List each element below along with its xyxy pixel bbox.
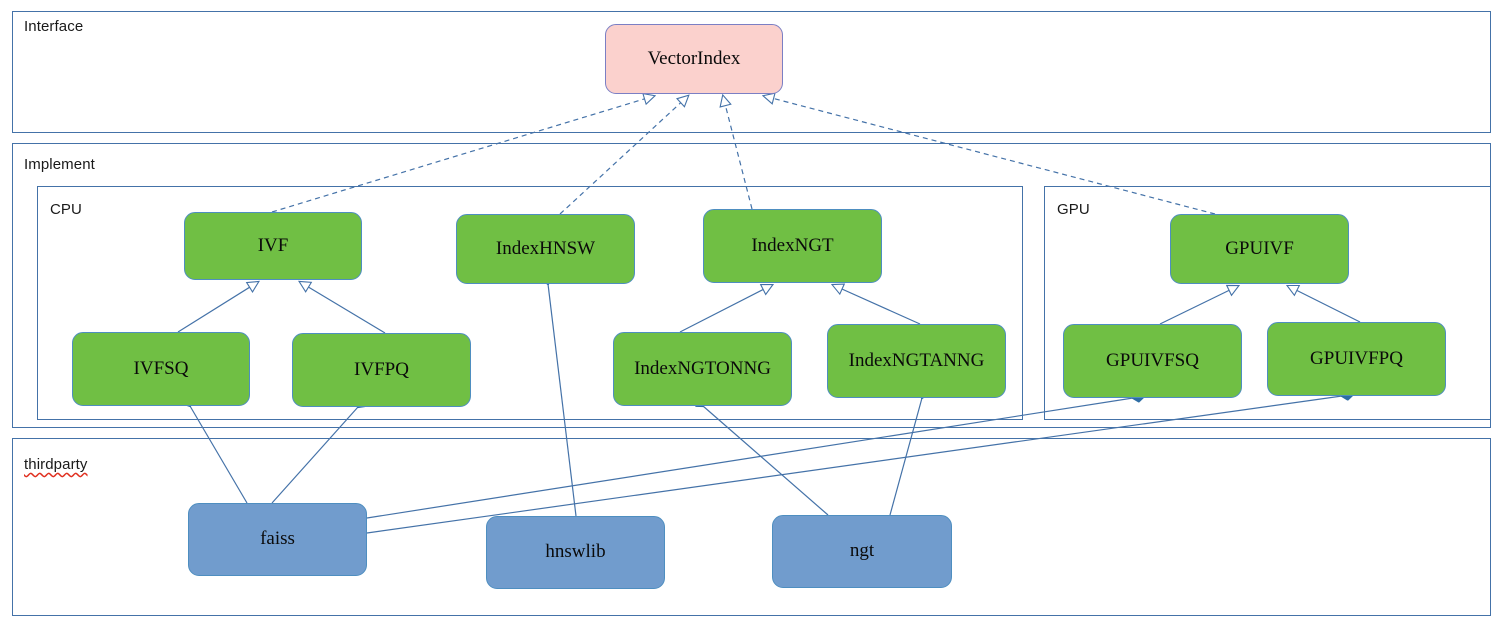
node-gpuivfpq[interactable]: GPUIVFPQ [1267,322,1446,396]
node-indexngtanng[interactable]: IndexNGTANNG [827,324,1006,398]
node-label: GPUIVF [1225,237,1294,259]
node-label: hnswlib [545,541,606,563]
node-label: IVFPQ [354,358,409,380]
node-ivf[interactable]: IVF [184,212,362,280]
node-hnswlib[interactable]: hnswlib [486,516,665,589]
node-gpuivfsq[interactable]: GPUIVFSQ [1063,324,1242,398]
node-ngt[interactable]: ngt [772,515,952,588]
node-label: IndexNGTANNG [848,349,985,371]
node-label: IndexNGTONNG [634,357,771,379]
node-vectorindex[interactable]: VectorIndex [605,24,783,94]
node-indexhnsw[interactable]: IndexHNSW [456,214,635,284]
node-indexngt[interactable]: IndexNGT [703,209,882,283]
node-ivfsq[interactable]: IVFSQ [72,332,250,406]
node-ivfpq[interactable]: IVFPQ [292,333,471,407]
node-label: GPUIVFPQ [1310,347,1403,369]
container-label-implement: Implement [24,156,95,173]
node-label: ngt [849,540,875,562]
node-label: faiss [260,528,295,550]
node-indexngtonng[interactable]: IndexNGTONNG [613,332,792,406]
container-label-gpu: GPU [1057,201,1090,218]
node-label: IndexNGT [751,234,834,256]
node-label: IVFSQ [133,357,189,379]
node-label: GPUIVFSQ [1106,349,1199,371]
node-label: IVF [257,234,289,256]
container-label-interface: Interface [24,18,84,35]
node-faiss[interactable]: faiss [188,503,367,576]
node-gpuivf[interactable]: GPUIVF [1170,214,1349,284]
container-label-cpu: CPU [50,201,82,218]
node-label: IndexHNSW [495,237,596,259]
container-label-thirdparty: thirdparty [24,456,88,473]
node-label: VectorIndex [647,47,741,69]
